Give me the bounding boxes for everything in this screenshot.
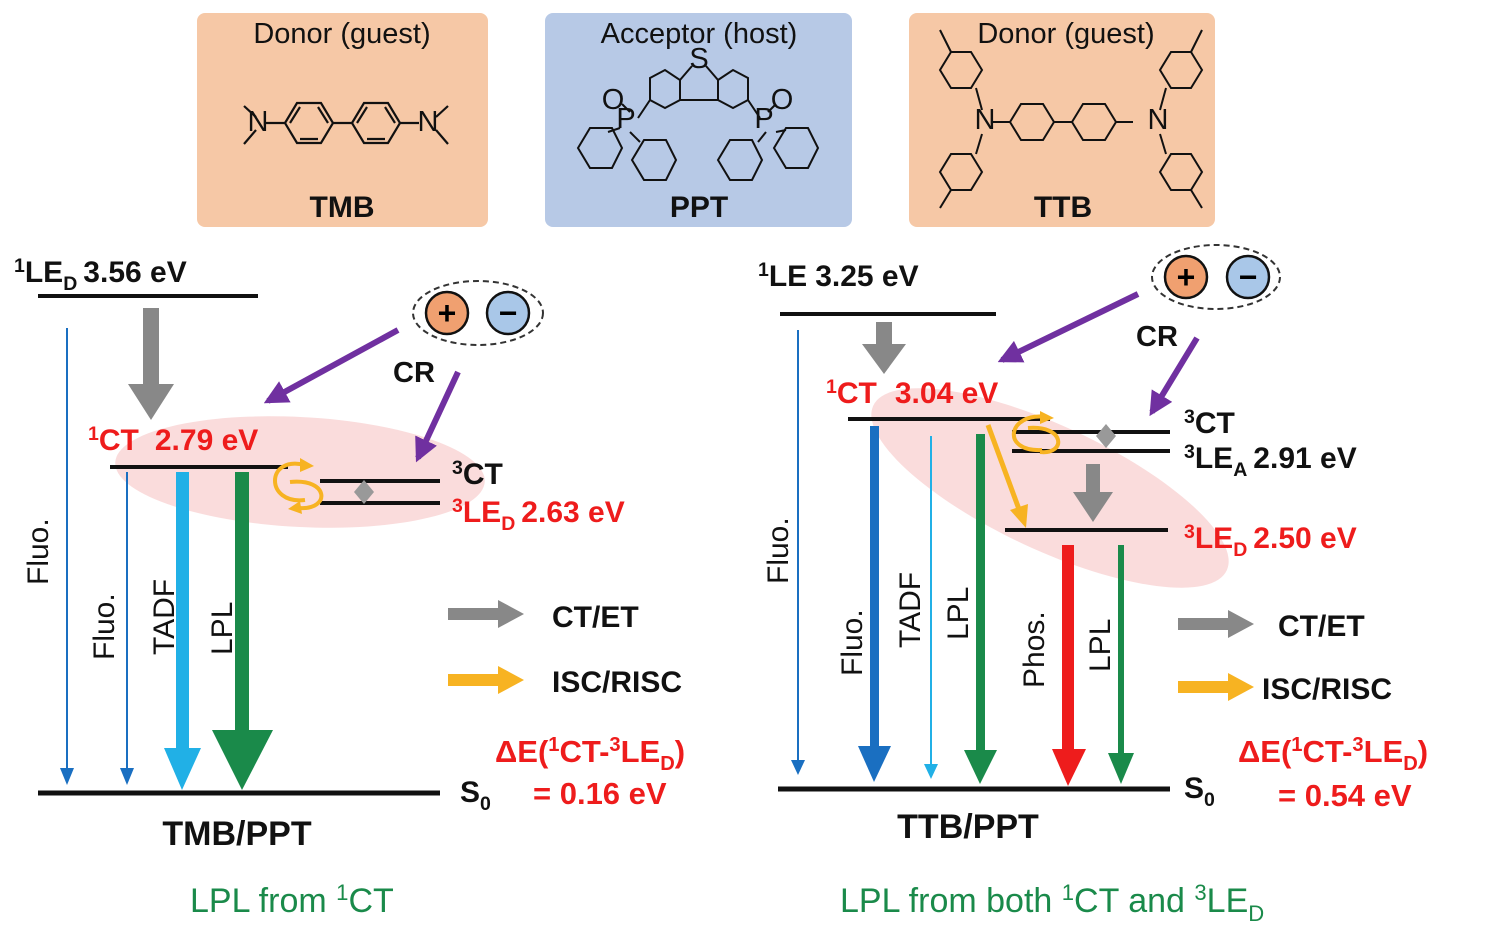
ppt-atom-o1: O bbox=[602, 84, 625, 116]
right-et-arrow bbox=[1073, 464, 1113, 522]
ttb-structure-icon bbox=[938, 29, 1204, 209]
tmb-role: Donor (guest) bbox=[253, 18, 430, 50]
right-cr-arrow-3ct bbox=[1149, 336, 1200, 417]
left-footer: LPL from 1CT bbox=[190, 880, 394, 920]
ttb-atom-n2: N bbox=[1148, 104, 1169, 136]
right-highlight bbox=[871, 388, 1229, 588]
left-delta-line2: = 0.16 eV bbox=[533, 776, 667, 811]
right-legend-ct: CT/ET bbox=[1278, 610, 1365, 643]
right-delta-line2: = 0.54 eV bbox=[1278, 778, 1412, 813]
left-charge-pair: + − bbox=[412, 280, 544, 346]
molecule-box-tmb: Donor (guest) N N TMB bbox=[197, 13, 488, 227]
right-charge-pair: + − bbox=[1151, 244, 1281, 310]
right-emission-label-fluo-2: Fluo. bbox=[836, 609, 869, 676]
ppt-structure-icon bbox=[576, 65, 820, 181]
ttb-role: Donor (guest) bbox=[977, 18, 1154, 50]
right-system-label: TTB/PPT bbox=[897, 808, 1039, 846]
left-emission-label-tadf: TADF bbox=[148, 579, 181, 655]
ppt-name: PPT bbox=[670, 191, 728, 224]
left-hole-icon: + bbox=[438, 295, 457, 331]
right-electron-icon: − bbox=[1239, 259, 1258, 295]
right-emission-label-phos: Phos. bbox=[1018, 611, 1051, 688]
molecule-box-ppt: Acceptor (host) S P O P O PPT bbox=[545, 13, 852, 227]
ppt-role: Acceptor (host) bbox=[601, 18, 798, 50]
right-delta-line1: ΔE(1CT-3LED) bbox=[1238, 734, 1428, 775]
ppt-atom-s: S bbox=[689, 43, 708, 75]
right-hole-icon: + bbox=[1177, 259, 1196, 295]
left-label-s0: S0 bbox=[460, 776, 491, 815]
right-legend: CT/ET ISC/RISC bbox=[1178, 610, 1392, 706]
left-label-3ct: 3CT bbox=[452, 457, 503, 491]
left-emission-label-lpl: LPL bbox=[206, 602, 239, 655]
right-label-3ct: 3CT bbox=[1184, 406, 1235, 440]
molecule-box-ttb: Donor (guest) N N TTB bbox=[909, 13, 1215, 227]
left-legend-isc: ISC/RISC bbox=[552, 666, 682, 699]
left-isc-loop bbox=[273, 458, 374, 514]
ttb-name: TTB bbox=[1034, 191, 1092, 224]
left-system-label: TMB/PPT bbox=[162, 815, 311, 853]
left-cr-arrow-1ct bbox=[263, 327, 400, 404]
right-emission-arrows bbox=[791, 330, 1134, 786]
left-legend: CT/ET ISC/RISC bbox=[448, 600, 682, 699]
right-emission-label-fluo-1: Fluo. bbox=[762, 517, 795, 584]
right-emission-label-tadf: TADF bbox=[894, 572, 927, 648]
right-emission-label-lpl-1: LPL bbox=[942, 587, 975, 640]
right-footer: LPL from both 1CT and 3LED bbox=[840, 880, 1264, 926]
right-ct-arrow bbox=[862, 322, 906, 374]
ppt-atom-o2: O bbox=[771, 84, 794, 116]
right-cr-arrow-1ct bbox=[997, 291, 1140, 363]
left-cr-label: CR bbox=[393, 357, 435, 389]
right-isc-loop bbox=[985, 411, 1116, 528]
left-emission-label-fluo-1: Fluo. bbox=[22, 518, 55, 585]
left-cr-arrow-3ct bbox=[415, 370, 461, 463]
ppt-atom-p1: P bbox=[616, 103, 635, 135]
left-emission-label-fluo-2: Fluo. bbox=[88, 593, 121, 660]
left-delta-line1: ΔE(1CT-3LED) bbox=[495, 734, 685, 775]
right-legend-isc: ISC/RISC bbox=[1262, 673, 1392, 706]
tmb-structure-icon bbox=[243, 101, 449, 145]
left-emission-arrows bbox=[60, 328, 273, 790]
left-ct-arrow bbox=[128, 308, 174, 420]
left-electron-icon: − bbox=[499, 295, 518, 331]
tmb-name: TMB bbox=[310, 191, 375, 224]
left-legend-ct: CT/ET bbox=[552, 601, 639, 634]
tmb-atom-n1: N bbox=[248, 106, 269, 138]
ttb-atom-n1: N bbox=[975, 104, 996, 136]
tmb-atom-n2: N bbox=[418, 106, 439, 138]
right-cr-label: CR bbox=[1136, 321, 1178, 353]
ppt-atom-p2: P bbox=[754, 103, 773, 135]
right-emission-label-lpl-2: LPL bbox=[1084, 619, 1117, 672]
right-label-s0: S0 bbox=[1184, 772, 1215, 811]
